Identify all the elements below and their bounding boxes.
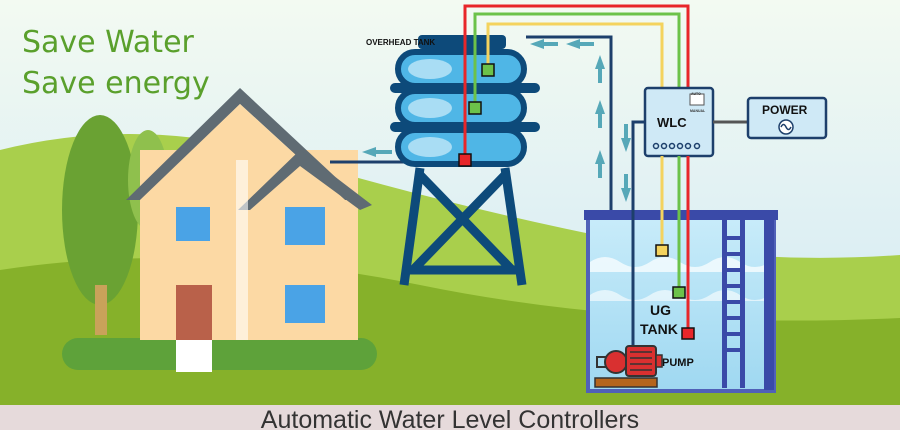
sensor-wires (463, 4, 690, 160)
wire-yellow (486, 22, 664, 88)
flow-arrow-icon (530, 39, 631, 202)
ug-tank-icon (584, 210, 778, 393)
house-window (285, 207, 325, 245)
house-window (285, 285, 325, 323)
overhead-tank-icon (390, 35, 540, 286)
power-label: POWER (762, 103, 808, 117)
tank-label: TANK (640, 321, 678, 337)
sensor-probes (458, 63, 495, 167)
slogan-line-2: Save energy (22, 66, 210, 101)
wlc-label: WLC (657, 115, 687, 130)
house-door (176, 285, 212, 340)
house-icon (62, 88, 377, 372)
ug-label: UG (650, 302, 671, 318)
flow-arrow-icon (362, 147, 392, 157)
footer-title: Automatic Water Level Controllers (261, 406, 639, 430)
slogan-line-1: Save Water (22, 25, 195, 60)
wire-green (473, 12, 681, 108)
house-ground (62, 338, 377, 370)
overhead-tank-label: OVERHEAD TANK (366, 38, 435, 47)
footer-bar (0, 405, 900, 430)
ug-sensor-probes (655, 244, 695, 340)
ug-sensor-wires (631, 120, 690, 350)
power-supply-icon (746, 96, 828, 140)
wlc-controller-icon (643, 86, 715, 158)
pump-label: PUMP (662, 357, 694, 369)
auto-label: AUTO (691, 92, 701, 96)
pump-icon (594, 345, 663, 388)
house-window (176, 207, 210, 241)
wire-red (463, 4, 690, 160)
manual-label: MANUAL (690, 109, 706, 113)
